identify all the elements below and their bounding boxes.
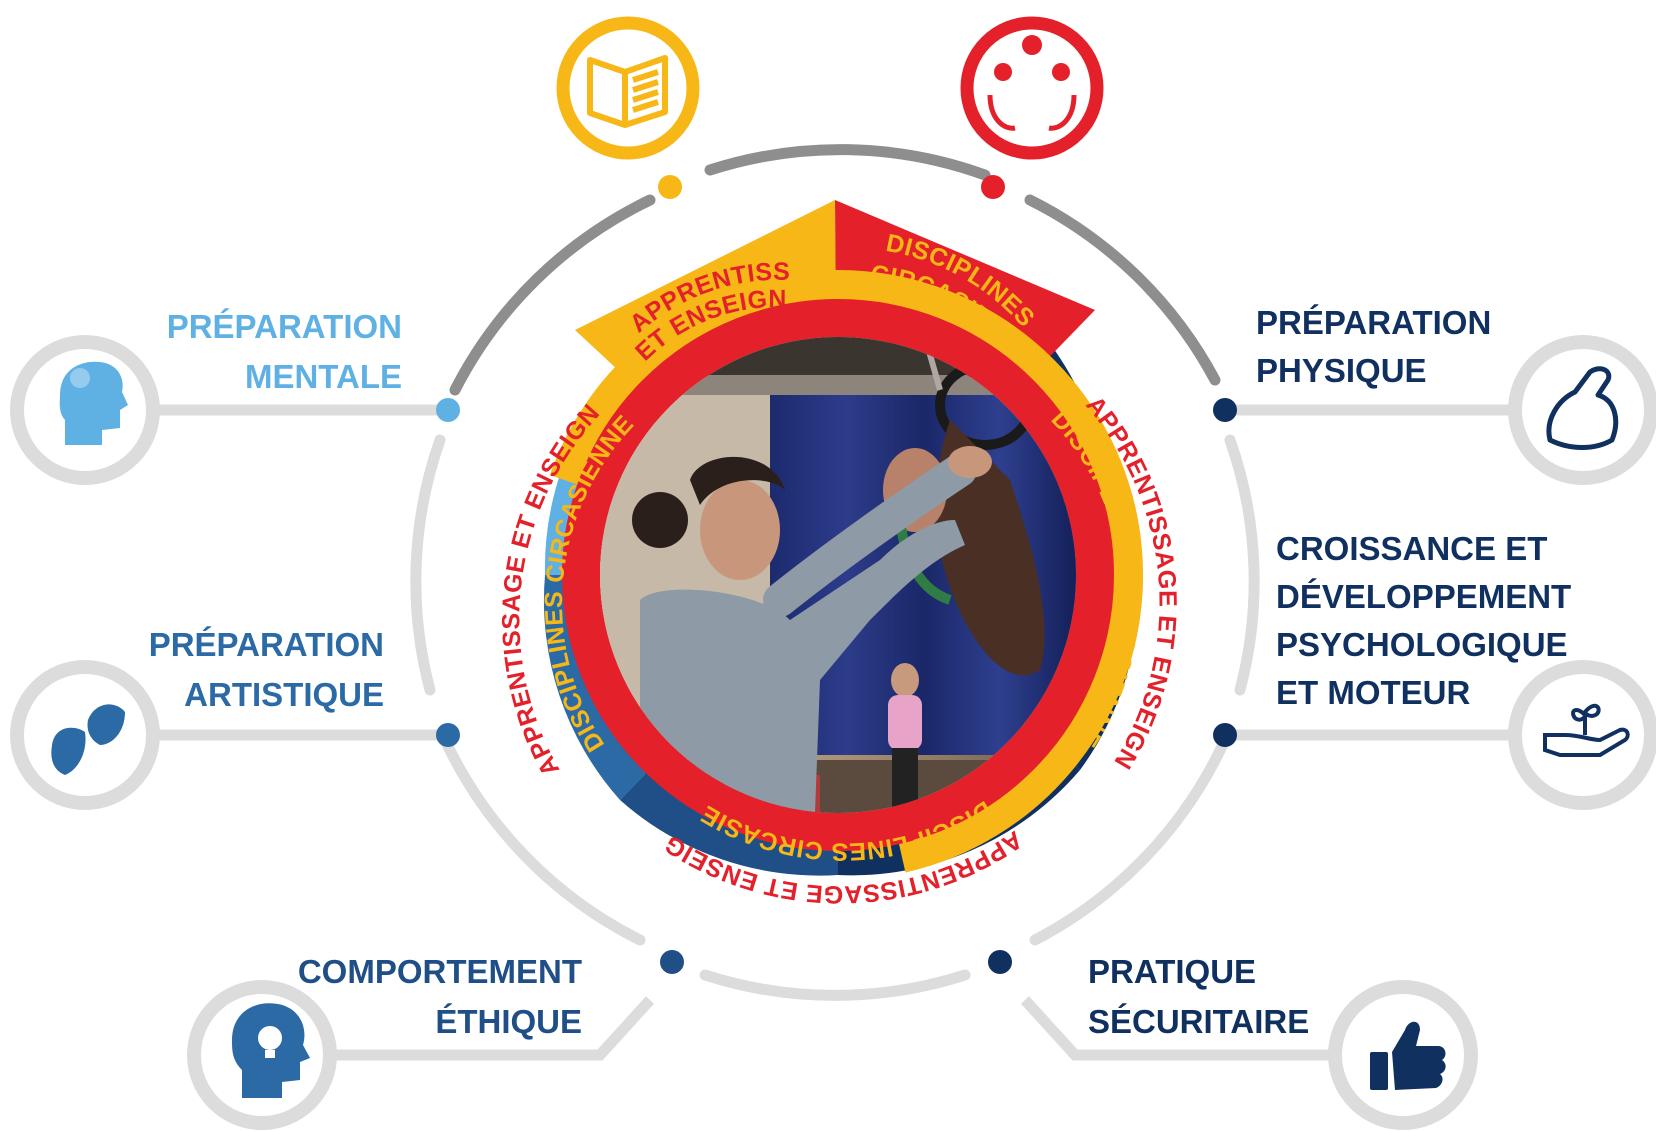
- label-ethique-line1: COMPORTEMENT: [298, 953, 582, 990]
- label-croissance-line1: CROISSANCE ET: [1276, 530, 1547, 567]
- head-lightbulb-icon: [232, 1003, 310, 1098]
- top-icon-juggling: [960, 16, 1104, 160]
- label-physique-line1: PRÉPARATION: [1256, 304, 1491, 341]
- label-securitaire: PRATIQUE SÉCURITAIRE: [1088, 953, 1309, 1040]
- flexed-arm-icon: [1546, 366, 1619, 450]
- icon-artistique: [10, 660, 160, 810]
- outer-ring: [410, 144, 1260, 1001]
- label-physique: PRÉPARATION PHYSIQUE: [1256, 304, 1491, 389]
- label-artistique-line1: PRÉPARATION: [149, 626, 384, 663]
- label-croissance-line4: ET MOTEUR: [1276, 674, 1470, 711]
- label-croissance-line3: PSYCHOLOGIQUE: [1276, 626, 1568, 663]
- juggling-icon: [987, 35, 1077, 131]
- label-physique-line2: PHYSIQUE: [1256, 352, 1427, 389]
- label-ethique-line2: ÉTHIQUE: [435, 1003, 582, 1040]
- connector-lines: [150, 404, 1525, 1061]
- label-ethique: COMPORTEMENT ÉTHIQUE: [298, 953, 582, 1040]
- icon-croissance: [1508, 660, 1656, 810]
- icon-mentale: [10, 335, 160, 485]
- icon-physique: [1508, 335, 1656, 485]
- icon-securitaire: [1328, 980, 1478, 1130]
- label-artistique-line2: ARTISTIQUE: [184, 676, 384, 713]
- label-securitaire-line2: SÉCURITAIRE: [1088, 1003, 1309, 1040]
- top-icon-book: [556, 16, 700, 160]
- label-artistique: PRÉPARATION ARTISTIQUE: [149, 626, 384, 713]
- hand-sprout-icon: [1543, 703, 1630, 757]
- theater-masks-icon: [51, 704, 125, 775]
- label-croissance-line2: DÉVELOPPEMENT: [1276, 578, 1571, 615]
- label-croissance: CROISSANCE ET DÉVELOPPEMENT PSYCHOLOGIQU…: [1276, 530, 1571, 711]
- book-icon: [587, 55, 668, 128]
- thumbs-up-icon: [1370, 1021, 1446, 1090]
- label-mentale-line2: MENTALE: [245, 358, 402, 395]
- head-brain-icon: [59, 361, 129, 445]
- label-mentale: PRÉPARATION MENTALE: [167, 308, 402, 395]
- icon-ethique: [187, 980, 337, 1130]
- label-securitaire-line1: PRATIQUE: [1088, 953, 1256, 990]
- label-mentale-line1: PRÉPARATION: [167, 308, 402, 345]
- ring-dots: [436, 175, 1237, 974]
